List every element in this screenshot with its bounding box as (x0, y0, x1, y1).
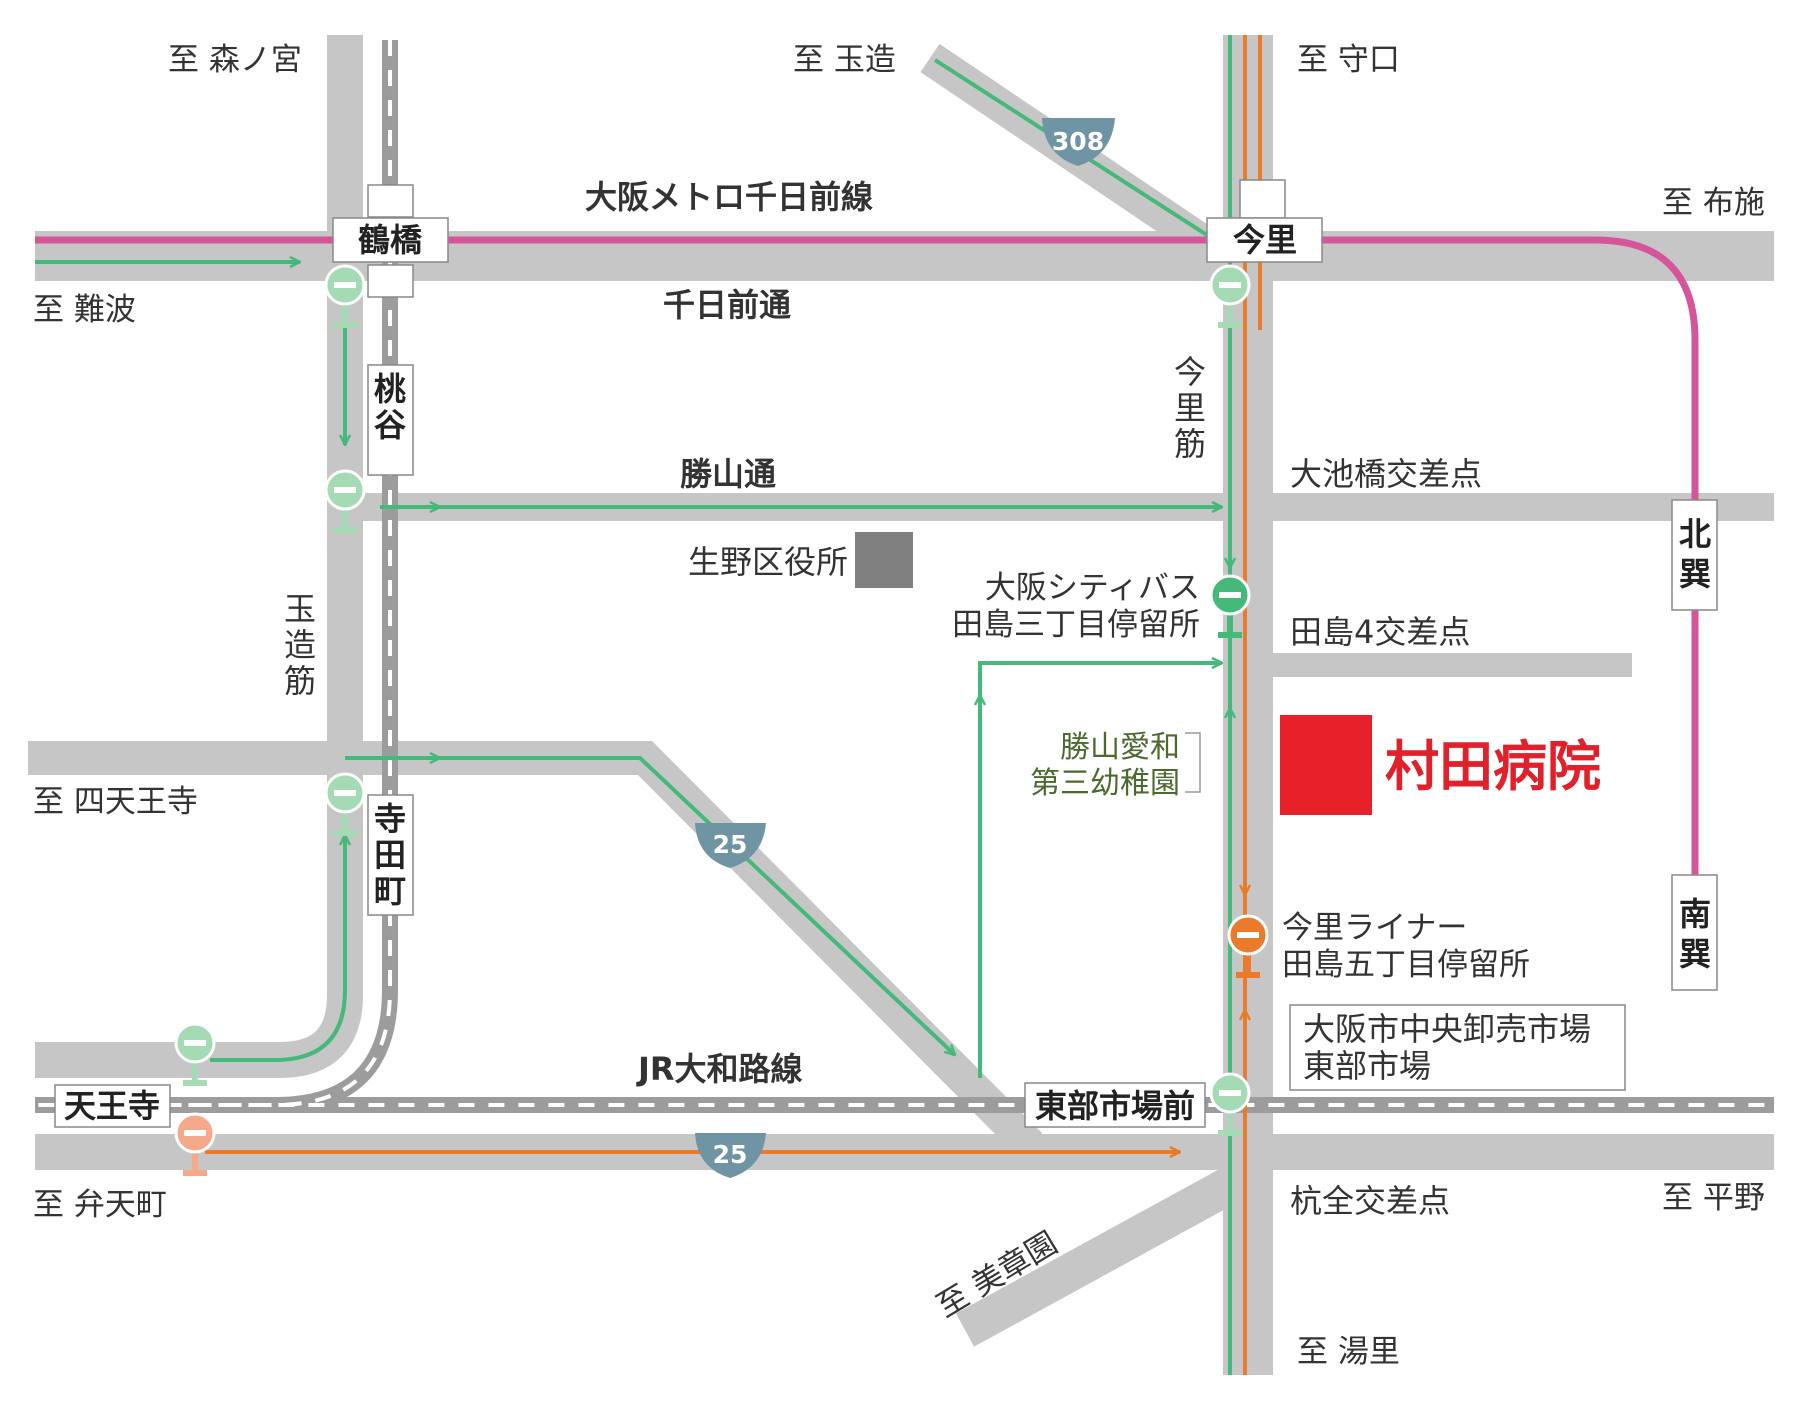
kindergarten-label-1: 勝山愛和 (1060, 730, 1180, 765)
road-label-tamatsukuri-suji: 玉造筋 (284, 590, 316, 700)
direction-namba: 至 難波 (33, 292, 136, 328)
kindergarten-label-2: 第三幼稚園 (1030, 766, 1180, 801)
intersection-tajima4: 田島4交差点 (1290, 613, 1470, 651)
bus-stop-label-citybus-2: 田島三丁目停留所 (952, 607, 1200, 643)
route-shield-icon: 25 (695, 1133, 766, 1178)
station-label-teradacho: 寺田町 (374, 800, 406, 910)
line-label-jr: JR大和路線 (636, 1050, 803, 1088)
bus-stop-label-citybus-1: 大阪シティバス (985, 570, 1200, 606)
station-momodani (367, 364, 414, 476)
station-imazato: 今里 (1206, 179, 1323, 263)
direction-bentencho: 至 弁天町 (33, 1187, 167, 1223)
bus-stop-icon (1209, 574, 1251, 638)
market-label-2: 東部市場 (1303, 1047, 1431, 1085)
line-label-metro: 大阪メトロ千日前線 (585, 178, 873, 216)
svg-text:鶴橋: 鶴橋 (358, 221, 423, 259)
direction-hirano: 至 平野 (1662, 1180, 1765, 1216)
bus-stop-icon (324, 264, 366, 328)
station-label-minamitatsumi: 南巽 (1679, 895, 1711, 973)
svg-text:25: 25 (713, 830, 748, 859)
station-kitatatsumi (1671, 499, 1718, 611)
direction-fuse: 至 布施 (1662, 185, 1765, 221)
road-label-imazato-suji: 今里筋 (1174, 353, 1206, 463)
intersection-kuizen: 杭全交差点 (1290, 1182, 1450, 1220)
metro-sennichimae-line (35, 236, 1699, 985)
bus-stops-layer (174, 264, 1269, 1176)
bus-stop-icon (174, 1112, 216, 1176)
svg-text:308: 308 (1052, 127, 1104, 156)
road-mikusono (955, 1158, 1258, 1347)
station-minamitatsumi (1671, 874, 1718, 991)
bus-stop-icon (174, 1022, 216, 1086)
market-label-1: 大阪市中央卸売市場 (1303, 1010, 1591, 1048)
direction-shitennoji: 至 四天王寺 (33, 784, 198, 820)
route-shield-icon: 308 (1042, 118, 1115, 166)
station-tsuruhashi: 鶴橋 (332, 184, 449, 298)
direction-morinomiya: 至 森ノ宮 (168, 42, 302, 78)
kindergarten-bracket (1185, 732, 1201, 793)
road-label-sennichimae: 千日前通 (663, 286, 791, 324)
bus-stop-icon (1209, 1072, 1251, 1136)
jr-rail (35, 40, 1774, 1113)
hospital-name: 村田病院 (1385, 735, 1601, 798)
bus-stop-icon (1227, 914, 1269, 978)
station-tennoji: 天王寺 (54, 1084, 171, 1128)
station-label-momodani: 桃谷 (374, 370, 406, 444)
bus-stop-icon (324, 772, 366, 836)
direction-yuzato: 至 湯里 (1297, 1334, 1400, 1370)
bus-stop-label-liner-2: 田島五丁目停留所 (1282, 947, 1530, 983)
svg-text:25: 25 (713, 1140, 748, 1169)
station-tobu-ichibamae: 東部市場前 (1024, 1082, 1206, 1128)
station-label-kitatatsumi: 北巽 (1679, 515, 1711, 593)
svg-text:天王寺: 天王寺 (64, 1087, 160, 1125)
ward-office-label: 生野区役所 (688, 543, 848, 581)
direction-tamatsukuri: 至 玉造 (793, 42, 896, 78)
direction-moriguchi: 至 守口 (1297, 42, 1400, 78)
market-box (1289, 1004, 1626, 1091)
route-shield-icon: 25 (695, 823, 766, 868)
bus-stop-icon (1209, 264, 1251, 328)
bus-stop-icon (324, 469, 366, 533)
station-teradacho (367, 794, 414, 916)
ward-office-marker (855, 532, 913, 588)
bus-stop-label-liner-1: 今里ライナー (1282, 910, 1467, 946)
intersection-oikebashi: 大池橋交差点 (1290, 455, 1482, 493)
roads-layer (28, 35, 1774, 1375)
svg-text:東部市場前: 東部市場前 (1035, 1087, 1195, 1125)
hospital-marker-icon (1280, 715, 1372, 815)
svg-text:今里: 今里 (1233, 221, 1297, 259)
road-label-katsuyama: 勝山通 (680, 455, 776, 493)
